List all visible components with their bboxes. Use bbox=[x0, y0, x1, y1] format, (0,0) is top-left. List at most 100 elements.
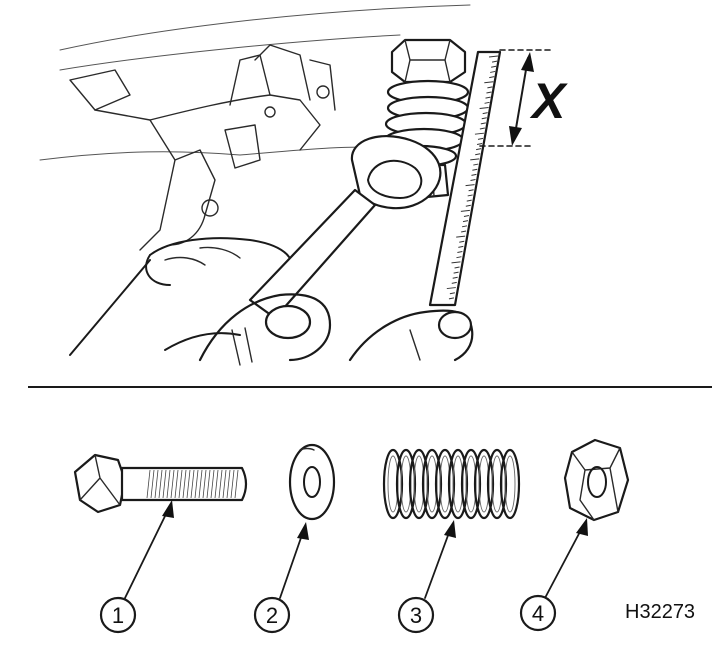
ruler-tick bbox=[487, 86, 493, 89]
ruler-tick bbox=[456, 256, 462, 259]
measuring-ruler bbox=[428, 50, 502, 307]
spring-coil-inner bbox=[504, 455, 516, 513]
ruler-tick bbox=[467, 194, 473, 197]
callout-3: 3 bbox=[397, 596, 435, 634]
ruler-tick bbox=[490, 70, 496, 73]
thread-line bbox=[166, 469, 171, 499]
part-1-bolt bbox=[73, 453, 248, 514]
ruler-tick bbox=[472, 168, 478, 171]
thread-line bbox=[174, 469, 179, 499]
ruler-tick bbox=[480, 122, 486, 125]
ruler-tick bbox=[491, 65, 497, 68]
ruler-tick bbox=[463, 215, 470, 218]
ruler-tick bbox=[484, 101, 490, 104]
thread-line bbox=[234, 469, 239, 499]
ruler-tick bbox=[486, 91, 492, 94]
ruler-tick bbox=[448, 297, 455, 300]
callout-number: 4 bbox=[532, 601, 544, 626]
ruler-tick bbox=[489, 76, 495, 79]
thread-line bbox=[202, 469, 207, 499]
ruler-tick bbox=[474, 132, 484, 135]
thread-line bbox=[190, 469, 195, 499]
washer-icon bbox=[288, 443, 336, 521]
ruler-tick bbox=[452, 276, 458, 279]
ruler-tick bbox=[473, 163, 479, 166]
spring-icon bbox=[382, 448, 521, 520]
spring-coil bbox=[447, 448, 469, 520]
ruler-tick bbox=[488, 55, 499, 58]
callout-4: 4 bbox=[519, 594, 557, 632]
ruler-tick bbox=[465, 204, 471, 207]
ruler-tick bbox=[468, 189, 474, 192]
spring-coil bbox=[421, 448, 443, 520]
callout-1: 1 bbox=[99, 596, 137, 634]
ruler-tick bbox=[458, 245, 464, 248]
ruler-ticks bbox=[446, 55, 499, 300]
right-hand bbox=[69, 259, 332, 366]
brake-linkage-bracket bbox=[39, 4, 471, 251]
ruler-tick bbox=[461, 225, 468, 228]
thread-line bbox=[230, 469, 235, 499]
adjustment-illustration: X bbox=[39, 4, 568, 366]
thread-line bbox=[186, 469, 191, 499]
ruler-tick bbox=[476, 142, 483, 145]
leader-arrows bbox=[124, 500, 588, 599]
callout-number: 2 bbox=[266, 603, 278, 628]
thread-line bbox=[206, 469, 211, 499]
ruler-tick bbox=[485, 96, 491, 99]
thread-line bbox=[178, 469, 183, 499]
dimension-x: X bbox=[479, 49, 568, 147]
thread-line bbox=[218, 469, 223, 499]
ruler-tick bbox=[456, 235, 466, 238]
ruler-tick bbox=[460, 209, 470, 212]
bolt-threads bbox=[146, 469, 239, 499]
thread-line bbox=[210, 469, 215, 499]
spring-coil bbox=[434, 448, 456, 520]
spring-coil bbox=[460, 448, 482, 520]
spring-coil bbox=[473, 448, 495, 520]
box-end-wrench bbox=[248, 135, 442, 320]
part-2-washer bbox=[288, 443, 336, 521]
spring-coil bbox=[486, 448, 508, 520]
part-3-spring bbox=[382, 448, 521, 520]
spring-coil bbox=[395, 448, 417, 520]
part-4-hex-nut bbox=[563, 438, 630, 522]
spring-coil bbox=[499, 448, 521, 520]
ruler-tick bbox=[459, 240, 465, 243]
ruler-tick bbox=[451, 261, 461, 264]
ruler-tick bbox=[476, 148, 482, 151]
thread-line bbox=[158, 469, 163, 499]
callout-number: 1 bbox=[112, 603, 124, 628]
ruler-tick bbox=[491, 60, 498, 63]
thread-line bbox=[226, 469, 231, 499]
ruler-tick bbox=[482, 112, 488, 115]
ruler-tick bbox=[479, 106, 489, 109]
ruler-tick bbox=[457, 251, 463, 254]
ruler-tick bbox=[451, 281, 457, 284]
ruler-tick bbox=[465, 184, 475, 187]
ruler-tick bbox=[484, 81, 494, 84]
ruler-tick bbox=[470, 179, 476, 181]
ruler-tick bbox=[475, 153, 481, 156]
ruler-tick bbox=[462, 220, 469, 223]
spring-coil bbox=[408, 448, 430, 520]
ruler-tick bbox=[477, 137, 484, 140]
ruler-tick bbox=[479, 127, 485, 130]
thread-line bbox=[170, 469, 175, 499]
ruler-tick bbox=[454, 266, 460, 269]
thread-line bbox=[150, 469, 155, 499]
spring-coil bbox=[382, 448, 404, 520]
bolt-icon bbox=[73, 453, 127, 514]
callout-number: 3 bbox=[410, 603, 422, 628]
ruler-tick bbox=[466, 199, 472, 202]
ruler-tick bbox=[470, 158, 480, 161]
callout-2: 2 bbox=[253, 596, 291, 634]
ruler-tick bbox=[461, 230, 467, 233]
ruler-tick bbox=[481, 117, 487, 120]
thread-line bbox=[182, 469, 187, 499]
ruler-tick bbox=[471, 173, 477, 176]
dimension-x-label: X bbox=[529, 73, 568, 129]
thread-line bbox=[214, 469, 219, 499]
